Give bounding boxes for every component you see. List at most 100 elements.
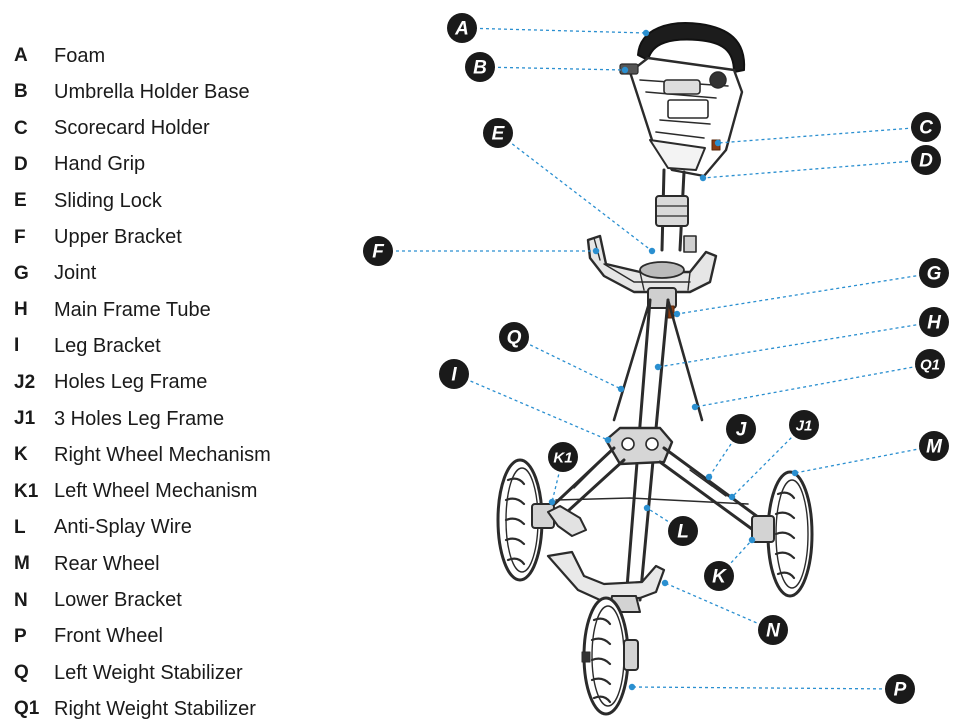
legend-key: M [14, 553, 30, 575]
callout-label: Q [507, 328, 522, 349]
callout-badge [915, 349, 945, 379]
callout-badge [483, 118, 513, 148]
leader-dot-e [648, 247, 656, 255]
callout-badge [499, 322, 529, 352]
left-rear-wheel [496, 458, 555, 582]
callout-badge [789, 410, 819, 440]
callout-label: K [712, 567, 727, 588]
callout-k1: K1 [548, 442, 578, 472]
leader-dot-l [643, 504, 651, 512]
legend-key: A [14, 45, 28, 66]
legend-item: A Foam [14, 43, 105, 69]
legend-label: Anti-Splay Wire [54, 516, 192, 539]
legend-label: Left Weight Stabilizer [54, 661, 243, 684]
callout-badge [668, 516, 698, 546]
callout-k: K [704, 561, 734, 591]
callout-label: L [677, 522, 689, 543]
legend-label: Holes Leg Frame [54, 371, 208, 394]
legend-item: J2 Holes Leg Frame [14, 370, 207, 396]
callout-badge [919, 258, 949, 288]
legend-label: Main Frame Tube [54, 298, 211, 321]
callout-q: Q [499, 322, 529, 352]
legend-key: E [14, 190, 27, 212]
callout-badge [447, 13, 477, 43]
callout-badge [704, 561, 734, 591]
legend-item: L Anti-Splay Wire [14, 515, 192, 541]
legend-label: Left Wheel Mechanism [54, 480, 258, 503]
legend-label: Front Wheel [54, 625, 163, 648]
legend-label: Hand Grip [54, 153, 146, 176]
legend-key: G [14, 262, 29, 284]
legend-key: D [14, 153, 28, 175]
cart-illustration [496, 22, 814, 716]
right-rear-wheel [751, 470, 814, 598]
legend-key: P [14, 625, 27, 647]
legend-item: C Scorecard Holder [14, 116, 210, 142]
callout-label: C [919, 118, 933, 139]
legend-key: H [14, 299, 28, 321]
legend-key: Q1 [14, 698, 40, 720]
callout-label: I [451, 365, 457, 386]
legend-label: Scorecard Holder [54, 117, 210, 140]
leader-dot-g [673, 310, 681, 318]
leader-dot-c [714, 139, 722, 147]
callout-j1: J1 [789, 410, 819, 440]
callout-badge [919, 307, 949, 337]
leader-dot-j1 [728, 493, 736, 501]
leader-dot-p [628, 683, 636, 691]
callout-a: A [447, 13, 477, 43]
leader-line-p [631, 686, 901, 690]
legend-label: Joint [54, 262, 97, 285]
callout-label: K1 [553, 450, 572, 467]
callout-badge [911, 112, 941, 142]
callout-label: F [372, 242, 385, 263]
callout-badge [465, 52, 495, 82]
leader-dot-j [705, 473, 713, 481]
callout-h: H [919, 307, 949, 337]
callout-j: J [726, 414, 756, 444]
callout-m: M [919, 431, 949, 461]
legend-key: L [14, 516, 26, 538]
callout-badge [363, 236, 393, 266]
leader-line-c [717, 126, 927, 144]
callout-badge [919, 431, 949, 461]
callout-label: J1 [796, 418, 813, 435]
callout-label: P [894, 680, 907, 701]
leader-line-i [453, 373, 609, 441]
callout-badge [758, 615, 788, 645]
callout-label: N [766, 621, 781, 642]
leader-line-q [513, 336, 622, 390]
joint [647, 287, 677, 309]
umbrella-knob [709, 71, 727, 89]
legend-label: Umbrella Holder Base [54, 80, 250, 103]
leader-dot-a [642, 29, 650, 37]
callout-badge [726, 414, 756, 444]
callout-b: B [465, 52, 495, 82]
callout-l: L [668, 516, 698, 546]
legend-key: J1 [14, 408, 36, 429]
leader-line-q1 [694, 363, 931, 408]
legend-label: Foam [54, 44, 106, 67]
callout-p: P [885, 674, 915, 704]
legend-key: C [14, 117, 28, 139]
callout-i: I [439, 359, 469, 389]
callout-label: E [492, 124, 506, 145]
callout-label: Q1 [920, 357, 940, 374]
callout-badge [548, 442, 578, 472]
legend-key: J2 [14, 371, 36, 393]
legend-key: F [14, 226, 26, 248]
callout-label: D [919, 151, 933, 172]
foam-handle [637, 22, 746, 73]
leader-line-n [664, 582, 774, 631]
leader-line-b [479, 66, 626, 71]
leader-dot-k [748, 536, 756, 544]
leader-dot-k1 [548, 498, 556, 506]
leader-line-d [702, 159, 927, 179]
